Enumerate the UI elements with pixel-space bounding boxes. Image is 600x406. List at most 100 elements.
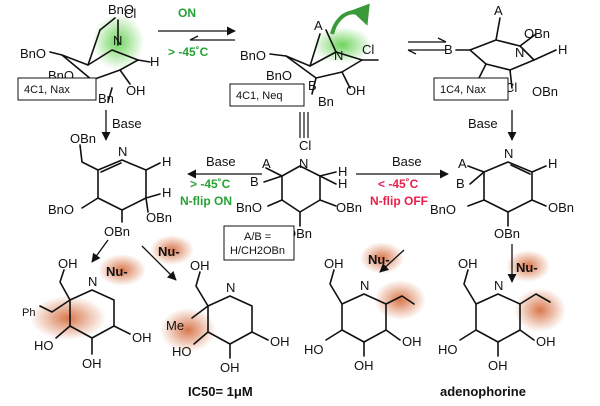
- conf-box-2: [229, 83, 305, 107]
- p3-oh-b: OH: [354, 358, 374, 373]
- imL-obn-r: OBn: [146, 210, 172, 225]
- nu-1: Nu-: [106, 264, 128, 279]
- imine-right: N A B H BnO OBn OBn: [430, 146, 574, 241]
- base-label-right: Base: [468, 116, 498, 131]
- p2-oh-top: OH: [190, 258, 210, 273]
- base-label-left: Base: [112, 116, 142, 131]
- glow-prod-2: [160, 308, 216, 352]
- nu-3: Nu-: [368, 252, 390, 267]
- p3-n: N: [360, 278, 369, 293]
- conf-label-1: 4C1, Nax: [24, 84, 70, 96]
- c1-o: O: [126, 83, 136, 98]
- product-3: OH N HO OH OH: [304, 256, 422, 373]
- c3-obn-3: OBn: [532, 84, 558, 99]
- c2-b: B: [308, 78, 317, 93]
- p1-ho: HO: [34, 338, 54, 353]
- chair-2: A N Cl BnO BnO B O H Bn: [240, 3, 379, 109]
- cond-temp-on: > -45˚C: [168, 45, 209, 59]
- conf-label-2: 4C1, Neq: [236, 90, 282, 102]
- cen-a: A: [262, 156, 271, 171]
- c1-n: N: [113, 33, 122, 48]
- base-label-mid-right: Base: [392, 154, 422, 169]
- glow-nu-1: [98, 254, 146, 286]
- ab-def-line1: A/B =: [244, 231, 271, 243]
- p1-ph: Ph: [22, 307, 35, 319]
- p4-oh-top: OH: [458, 256, 478, 271]
- imL-obn-top: OBn: [70, 131, 96, 146]
- c2-h: H: [356, 83, 365, 98]
- nu-2: Nu-: [158, 244, 180, 259]
- c1-obn: BnO: [108, 2, 134, 17]
- p2-n: N: [226, 280, 235, 295]
- c1-bn: Bn: [98, 91, 114, 106]
- glow-nu-2: [150, 235, 194, 265]
- cen-cl: Cl: [299, 138, 311, 153]
- adenophorine-label: adenophorine: [440, 384, 526, 399]
- glow-prod-1: [30, 296, 106, 340]
- imine-left: OBn N H H BnO OBn OBn: [48, 131, 172, 239]
- imR-n: N: [504, 146, 513, 161]
- ab-def-box: [223, 225, 295, 261]
- base-label-mid-left: Base: [206, 154, 236, 169]
- p4-n: N: [494, 278, 503, 293]
- equilibrium-arrows-2: [407, 37, 447, 55]
- p2-ho: HO: [172, 344, 192, 359]
- c2-bn: Bn: [318, 94, 334, 109]
- central-piperidine: Cl N A B H H BnO OBn OBn: [236, 138, 362, 241]
- ic50-label: IC50= 1μM: [188, 384, 253, 399]
- cen-bno: BnO: [236, 200, 262, 215]
- imR-b: B: [456, 176, 465, 191]
- imR-obn-b: OBn: [494, 226, 520, 241]
- product-4: OH N HO OH OH: [438, 256, 556, 373]
- p2-oh-b: OH: [220, 360, 240, 375]
- imL-obn-b: OBn: [104, 224, 130, 239]
- c3-n: N: [515, 45, 524, 60]
- p1-oh-r: OH: [132, 330, 152, 345]
- c1-cl: Cl: [124, 6, 136, 21]
- conf-label-3: 1C4, Nax: [440, 84, 486, 96]
- product-2: OH N Me HO OH OH: [166, 258, 290, 375]
- flip-arrow-icon: [330, 3, 370, 35]
- glow-nu-4: [506, 250, 550, 282]
- c1-h: H: [150, 54, 159, 69]
- nu-labels: Nu- Nu- Nu- Nu-: [91, 239, 538, 283]
- c3-h: H: [558, 42, 567, 57]
- imL-bno: BnO: [48, 202, 74, 217]
- cen-h1: H: [338, 164, 347, 179]
- cen-n: N: [299, 156, 308, 171]
- product-1: OH N Ph HO OH OH: [22, 256, 152, 371]
- p1-oh-top: OH: [58, 256, 78, 271]
- cond-on: ON: [178, 6, 196, 20]
- c2-n: N: [334, 48, 343, 63]
- imR-h: H: [548, 156, 557, 171]
- c1-bno-1: BnO: [20, 46, 46, 61]
- c3-a: A: [494, 3, 503, 18]
- temp-gt: > -45˚C: [190, 177, 231, 191]
- n-flip-on: N-flip ON: [180, 194, 232, 208]
- imL-n: N: [118, 144, 127, 159]
- p2-me: Me: [166, 318, 184, 333]
- p3-oh-r: OH: [402, 334, 422, 349]
- cen-h2: H: [338, 176, 347, 191]
- glow-prod-3: [374, 280, 426, 320]
- glow-nu-3: [360, 242, 404, 274]
- conf-box-1: [17, 77, 97, 101]
- p2-oh-r: OH: [270, 334, 290, 349]
- c3-obn-1: OBn: [524, 26, 550, 41]
- c2-o: O: [346, 83, 356, 98]
- imR-bno: BnO: [430, 202, 456, 217]
- imL-h1: H: [162, 154, 171, 169]
- c2-cl: Cl: [362, 42, 374, 57]
- c2-bno-2: BnO: [266, 68, 292, 83]
- equilibrium-arrows-1: [158, 26, 236, 41]
- p1-n: N: [88, 274, 97, 289]
- p3-oh-top: OH: [324, 256, 344, 271]
- nu-4: Nu-: [516, 260, 538, 275]
- c1-h2: H: [136, 83, 145, 98]
- n-flip-off: N-flip OFF: [370, 194, 428, 208]
- glow-ncl-2: [312, 27, 372, 63]
- c2-bno-1: BnO: [240, 48, 266, 63]
- p1-oh-b: OH: [82, 356, 102, 371]
